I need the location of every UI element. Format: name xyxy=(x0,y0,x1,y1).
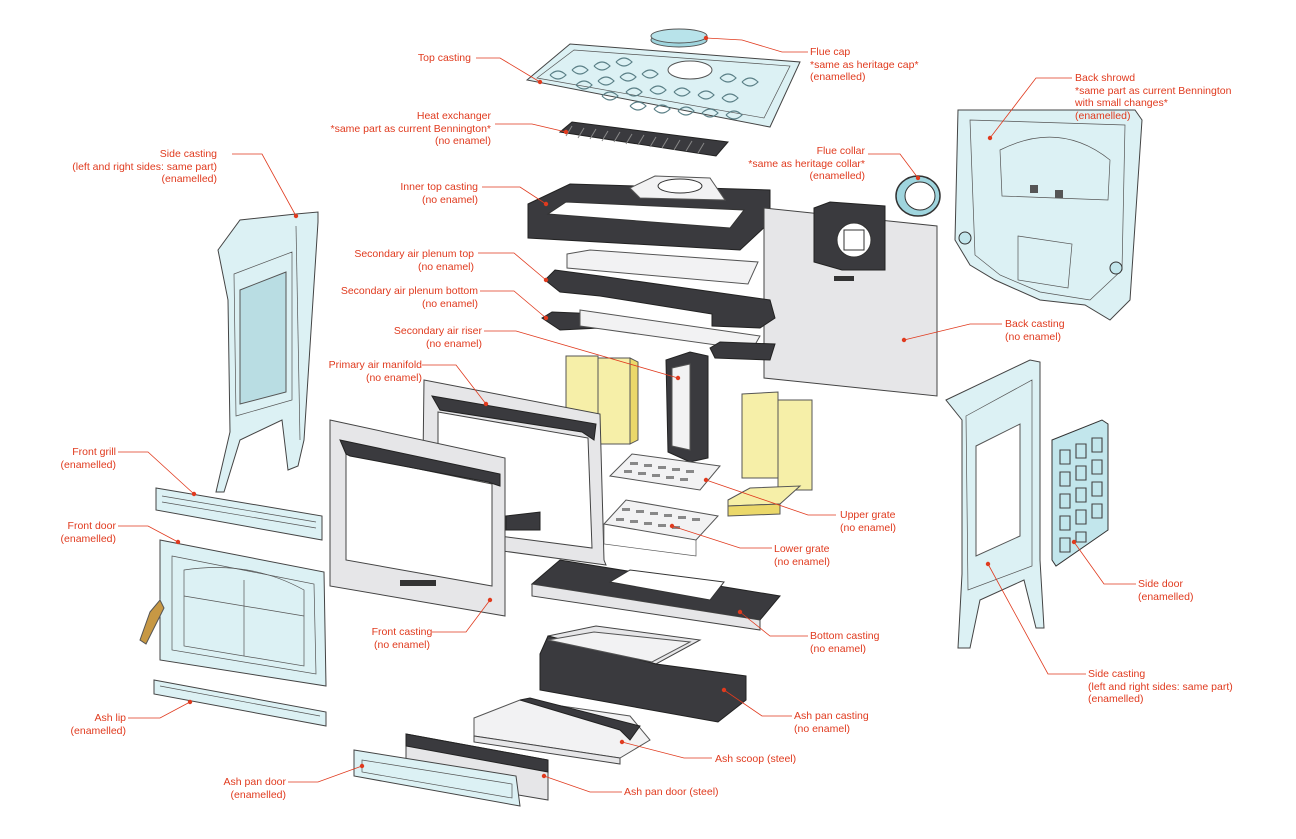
label-primary-air-manifold: Primary air manifold (no enamel) xyxy=(328,359,422,384)
label-ash-pan-door-enamelled: Ash pan door (enamelled) xyxy=(223,776,286,801)
label-back-shroud: Back shrowd *same part as current Bennin… xyxy=(1075,72,1232,122)
label-secondary-air-plenum-top: Secondary air plenum top (no enamel) xyxy=(354,248,474,273)
label-lower-grate: Lower grate (no enamel) xyxy=(774,543,831,568)
inner-top-casting-part xyxy=(527,175,771,251)
label-ash-pan-door-steel: Ash pan door (steel) xyxy=(624,786,719,798)
back-shroud-part xyxy=(954,109,1143,321)
label-top-casting: Top casting xyxy=(417,52,471,64)
secondary-air-plenum-bottom-part xyxy=(541,309,776,361)
firebrick-right xyxy=(727,391,813,517)
label-ash-scoop: Ash scoop (steel) xyxy=(715,753,797,765)
top-casting-part xyxy=(525,43,801,128)
flue-cap-part xyxy=(650,28,708,48)
ash-pan-casting-part xyxy=(539,625,747,723)
label-side-door: Side door (enamelled) xyxy=(1138,578,1194,603)
side-door-part xyxy=(1051,419,1109,567)
label-side-casting-left: Side casting (left and right sides: same… xyxy=(72,148,217,185)
secondary-air-riser-part xyxy=(665,351,709,463)
leader-arrowheads xyxy=(175,35,1077,779)
ash-scoop-part xyxy=(473,697,651,765)
label-flue-cap: Flue cap *same as heritage cap* (enamell… xyxy=(810,46,919,83)
label-ash-pan-casting: Ash pan casting (no enamel) xyxy=(794,710,869,735)
label-bottom-casting: Bottom casting (no enamel) xyxy=(810,630,880,655)
label-flue-collar: Flue collar *same as heritage collar* (e… xyxy=(748,145,865,182)
leader-lines xyxy=(118,37,1136,793)
front-door-part xyxy=(139,539,327,687)
front-grill-part xyxy=(155,487,323,541)
label-back-casting: Back casting (no enamel) xyxy=(1005,318,1065,343)
label-front-casting: Front casting (no enamel) xyxy=(371,626,433,651)
heat-exchanger-part xyxy=(558,121,729,157)
label-side-casting-right: Side casting (left and right sides: same… xyxy=(1088,668,1233,705)
front-casting-part xyxy=(329,419,506,617)
side-casting-left-part xyxy=(215,211,319,493)
label-front-grill: Front grill (enamelled) xyxy=(60,446,116,471)
label-ash-lip: Ash lip (enamelled) xyxy=(70,712,126,737)
label-secondary-air-riser: Secondary air riser (no enamel) xyxy=(393,325,482,350)
label-heat-exchanger: Heat exchanger *same part as current Ben… xyxy=(330,110,491,147)
lower-grate-part xyxy=(603,499,719,557)
bottom-casting-part xyxy=(530,559,781,631)
label-inner-top-casting: Inner top casting (no enamel) xyxy=(400,181,478,206)
back-casting-part xyxy=(763,201,938,397)
flue-collar-part xyxy=(895,175,941,217)
ash-lip-part xyxy=(153,679,327,727)
side-casting-right-part xyxy=(945,359,1045,649)
label-front-door: Front door (enamelled) xyxy=(60,520,116,545)
upper-grate-part xyxy=(608,453,721,491)
secondary-air-plenum-top-part xyxy=(544,249,776,329)
label-secondary-air-plenum-bottom: Secondary air plenum bottom (no enamel) xyxy=(340,285,478,310)
label-upper-grate: Upper grate (no enamel) xyxy=(840,509,897,534)
